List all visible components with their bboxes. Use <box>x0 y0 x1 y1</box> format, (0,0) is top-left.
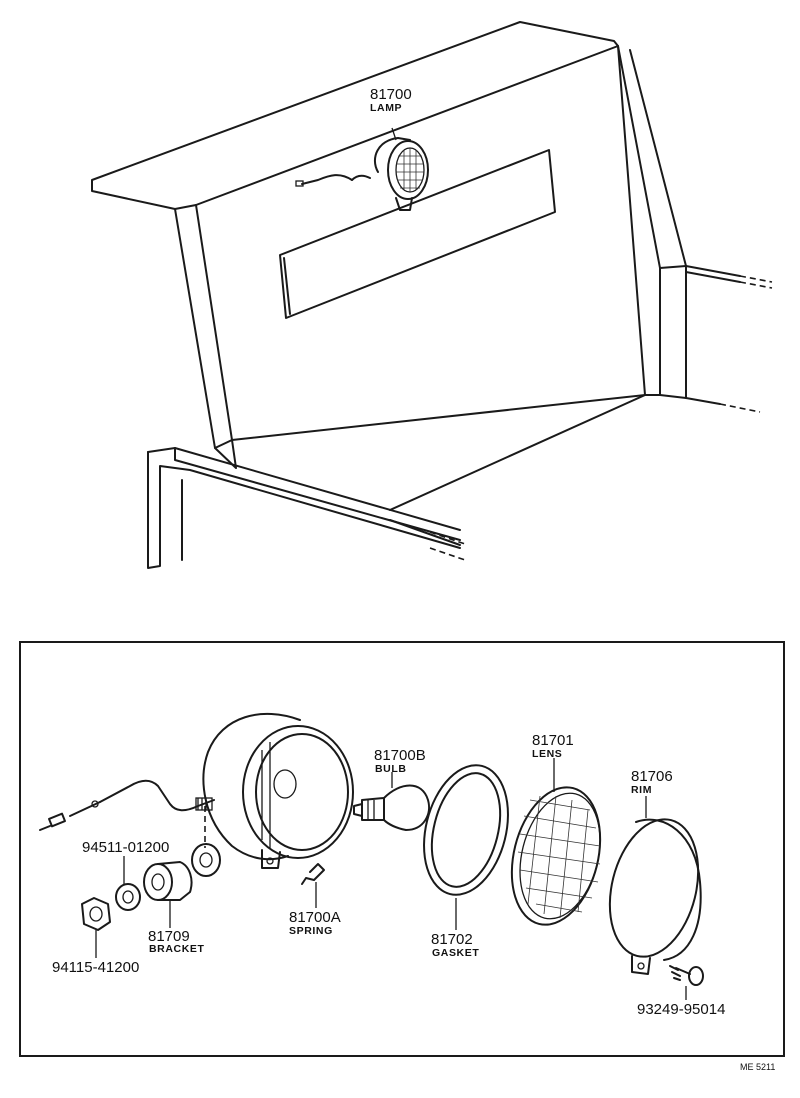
bulb-part-number: 81700B <box>374 747 426 764</box>
lamp-part-number: 81700 <box>370 86 412 103</box>
screw-icon <box>669 965 704 986</box>
lens-label: LENS <box>532 748 562 760</box>
lamp-housing-icon <box>202 712 354 869</box>
bulb-icon <box>353 784 430 831</box>
spring-clip-icon <box>301 863 325 885</box>
spring-part-number: 81700A <box>289 909 341 926</box>
rim-label: RIM <box>631 784 652 796</box>
truck-bed-illustration <box>91 21 773 569</box>
wire-harness-icon <box>39 779 215 831</box>
diagram-code: ME 5211 <box>740 1062 775 1072</box>
lamp-icon <box>295 127 429 211</box>
lens-part-number: 81701 <box>532 732 574 749</box>
washer-icon <box>191 843 221 877</box>
bracket-part-number: 81709 <box>148 928 190 945</box>
rim-icon <box>608 818 702 975</box>
screw-part-number: 93249-95014 <box>637 1001 725 1018</box>
leader-lines <box>95 758 687 1000</box>
nut-part-number: 94115-41200 <box>52 959 139 976</box>
lamp-label: LAMP <box>370 102 402 114</box>
bracket-label: BRACKET <box>149 943 205 955</box>
gasket-part-number: 81702 <box>431 931 473 948</box>
gasket-icon <box>423 764 509 896</box>
spring-label: SPRING <box>289 925 333 937</box>
exploded-view-frame <box>19 641 785 1057</box>
washer-part-number: 94511-01200 <box>82 839 169 856</box>
lens-icon <box>510 786 602 926</box>
bulb-label: BULB <box>375 763 407 775</box>
rim-part-number: 81706 <box>631 768 673 785</box>
gasket-label: GASKET <box>432 947 479 959</box>
nut-icon <box>81 897 111 931</box>
spring-washer-icon <box>115 883 141 911</box>
bracket-icon <box>143 861 193 901</box>
